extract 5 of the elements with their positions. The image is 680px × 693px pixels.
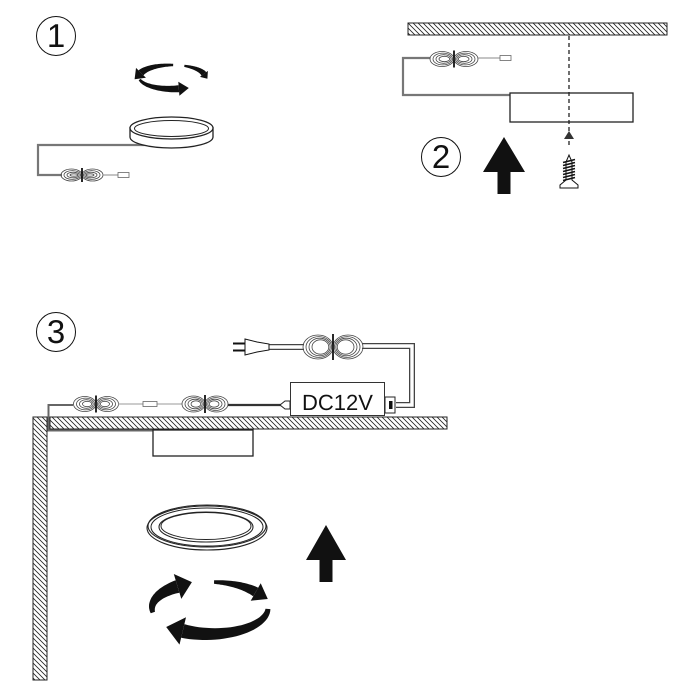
- step-number: 1: [36, 16, 76, 56]
- step-number: 2: [421, 137, 461, 177]
- voltage-label: DC12V: [302, 389, 373, 414]
- step-number: 3: [36, 312, 76, 352]
- power-adapter-box: [290, 382, 385, 416]
